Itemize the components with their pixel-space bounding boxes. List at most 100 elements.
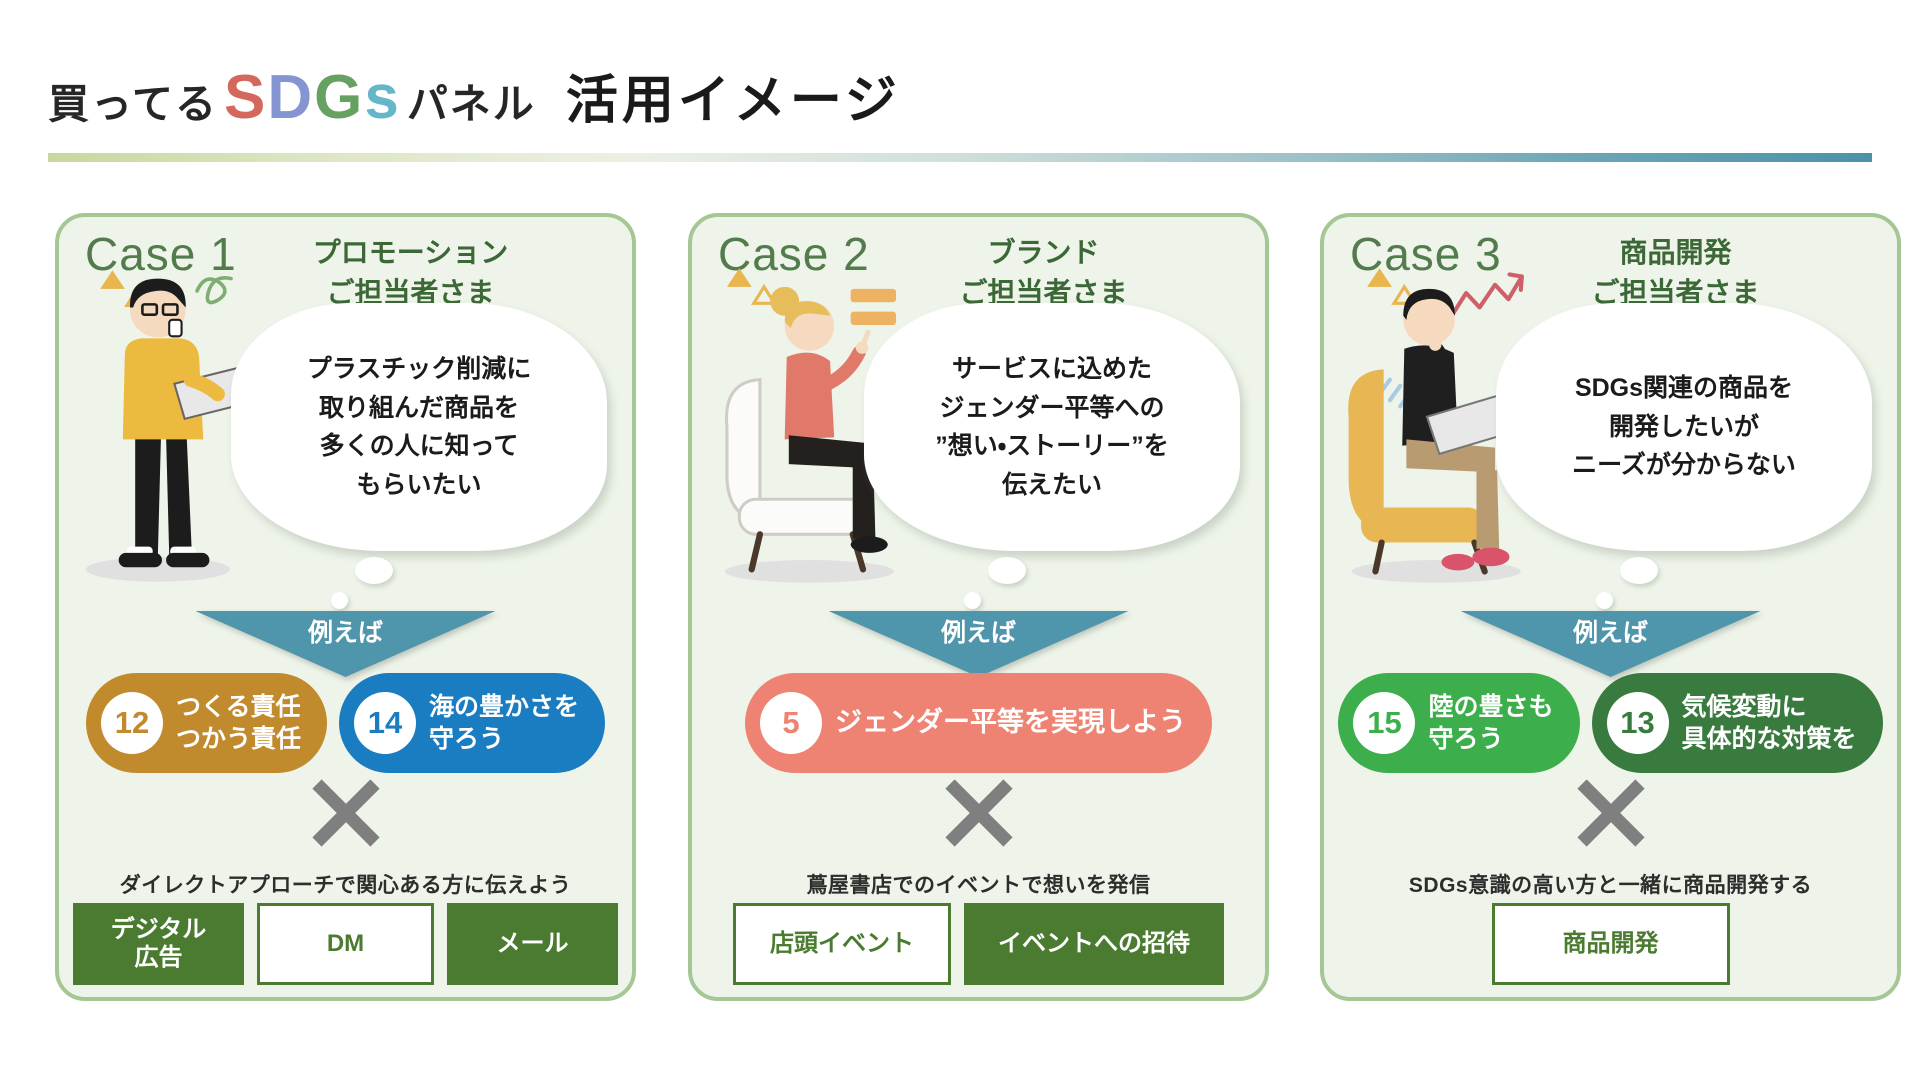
thought-dot <box>988 557 1026 584</box>
ground-shadow <box>1351 560 1521 583</box>
case-2-tags: 店頭イベント イベントへの招待 <box>706 903 1251 985</box>
tag-dm: DM <box>257 903 434 985</box>
title-main: 活用イメージ <box>565 72 901 130</box>
thought-dot <box>964 592 981 609</box>
jacket <box>784 352 835 440</box>
swirl-decoration-icon <box>195 276 233 305</box>
tag-digital-ad: デジタル 広告 <box>73 903 244 985</box>
case-1-sdg-badges: 12 つくる責任 つかう責任 14 海の豊かさを 守ろう <box>71 673 620 773</box>
leg <box>166 437 192 555</box>
multiply-icon <box>306 773 386 853</box>
thought-dot <box>355 557 393 584</box>
arm <box>821 346 866 391</box>
hair <box>1403 288 1455 320</box>
thought-dot <box>1620 557 1658 584</box>
hair <box>784 301 831 329</box>
triangle-decoration-icon <box>1367 268 1392 287</box>
case-1-description: ダイレクトアプローチで関心ある方に伝えよう <box>119 874 572 897</box>
sdgs-letter: S <box>223 63 268 132</box>
page-title: 買ってる SDGs パネル 活用イメージ <box>48 58 901 133</box>
coffee-cup-icon <box>168 318 183 338</box>
case-3-label: Case 3 <box>1350 228 1502 280</box>
glasses-icon <box>141 303 159 316</box>
thinking-arm <box>1431 342 1452 393</box>
sdg-badge-13: 13 気候変動に 具体的な対策を <box>1591 673 1883 773</box>
case-3-card: Case 3 商品開発 ご担当者さま SDGs関連の商品を 開発したいが ニーズ… <box>1320 213 1901 1001</box>
sitting-man-illustration <box>1348 268 1524 583</box>
gradient-divider <box>48 153 1872 162</box>
sdg-number: 13 <box>1606 692 1669 754</box>
tag-store-event: 店頭イベント <box>733 903 951 985</box>
case-1-card: Case 1 プロモーション ご担当者さま プラスチック削減に 取り組んだ商品を… <box>55 213 636 1001</box>
triangle-decoration-icon <box>726 268 752 287</box>
case-3-description: SDGs意識の高い方と一緒に商品開発する <box>1408 874 1813 897</box>
sdg-number: 5 <box>760 692 822 754</box>
case-1-thought-bubble: プラスチック削減に 取り組んだ商品を 多くの人に知って もらいたい <box>231 303 607 551</box>
sdgs-letter: G <box>314 63 365 132</box>
sdg-number: 15 <box>1353 692 1416 754</box>
slipper <box>1441 553 1475 571</box>
example-arrow: 例えば <box>828 611 1129 677</box>
chair-leg <box>748 531 764 573</box>
sdg-badge-15: 15 陸の豊さも 守ろう <box>1338 673 1580 773</box>
sdg-number: 12 <box>100 692 163 754</box>
case-3-thought-bubble: SDGs関連の商品を 開発したいが ニーズが分からない <box>1496 303 1872 551</box>
shoe <box>118 552 162 568</box>
sdg-badge-12: 12 つくる責任 つかう責任 <box>85 673 327 773</box>
chair-seat <box>1360 507 1485 543</box>
arm <box>183 372 225 402</box>
hair <box>129 278 186 308</box>
multiply-icon <box>1571 773 1651 853</box>
case-2-description: 蔦屋書店でのイベントで想いを発信 <box>806 874 1151 897</box>
pants <box>1476 470 1500 549</box>
pants <box>1406 439 1496 473</box>
case-3-sdg-badges: 15 陸の豊さも 守ろう 13 気候変動に 具体的な対策を <box>1336 673 1885 773</box>
case-1-role-title: プロモーション ご担当者さま <box>312 237 509 308</box>
pointing-finger <box>859 329 871 350</box>
tag-mail: メール <box>447 903 618 985</box>
case-3-tags: 商品開発 <box>1338 903 1883 985</box>
zigzag-arrowhead <box>1507 272 1524 292</box>
example-arrow: 例えば <box>195 611 496 677</box>
case-1-label: Case 1 <box>85 228 237 280</box>
example-arrow: 例えば <box>1460 611 1761 677</box>
chair-back <box>1348 369 1384 531</box>
case-2-sdg-badges: 5 ジェンダー平等を実現しよう <box>704 673 1253 773</box>
ground-shadow <box>724 560 894 583</box>
sdgs-wordmark: SDGs <box>224 62 401 133</box>
shoe <box>850 536 888 553</box>
triangle-outline-decoration-icon <box>1391 283 1418 305</box>
sdg-badge-14: 14 海の豊かさを 守ろう <box>339 673 606 773</box>
equals-decoration-icon <box>850 311 897 325</box>
title-prefix: 買ってる <box>48 81 218 127</box>
chair-leg <box>1372 539 1385 575</box>
thought-dot <box>331 592 348 609</box>
tag-product-development: 商品開発 <box>1491 903 1730 985</box>
shoe <box>166 552 210 568</box>
tag-event-invitation: イベントへの招待 <box>964 903 1224 985</box>
case-2-card: Case 2 ブランド ご担当者さま サービスに込めた ジェンダー平等への ”想… <box>688 213 1269 1001</box>
equals-decoration-icon <box>850 288 897 303</box>
sdgs-letter: D <box>267 63 315 132</box>
case-3-role-title: 商品開発 ご担当者さま <box>1591 237 1760 308</box>
triangle-outline-decoration-icon <box>750 283 778 305</box>
pants <box>788 435 872 469</box>
zigzag-arrow-icon <box>1449 274 1524 318</box>
head <box>1403 294 1455 346</box>
thought-dot <box>1596 592 1613 609</box>
case-2-label: Case 2 <box>718 228 870 280</box>
leg <box>135 437 161 555</box>
sdg-badge-5: 5 ジェンダー平等を実現しよう <box>745 673 1212 773</box>
triangle-decoration-icon <box>100 270 125 289</box>
case-1-tags: デジタル 広告 DM メール <box>73 903 618 985</box>
title-suffix: パネル <box>406 81 536 127</box>
sdg-number: 14 <box>354 692 416 754</box>
sitting-woman-illustration <box>724 268 897 583</box>
sdgs-letter: s <box>364 63 401 132</box>
glasses-icon <box>161 303 179 316</box>
case-2-thought-bubble: サービスに込めた ジェンダー平等への ”想い・ストーリー”を 伝えたい <box>864 303 1240 551</box>
slipper <box>1472 547 1510 567</box>
multiply-icon <box>939 773 1019 853</box>
case-2-role-title: ブランド ご担当者さま <box>959 237 1128 308</box>
